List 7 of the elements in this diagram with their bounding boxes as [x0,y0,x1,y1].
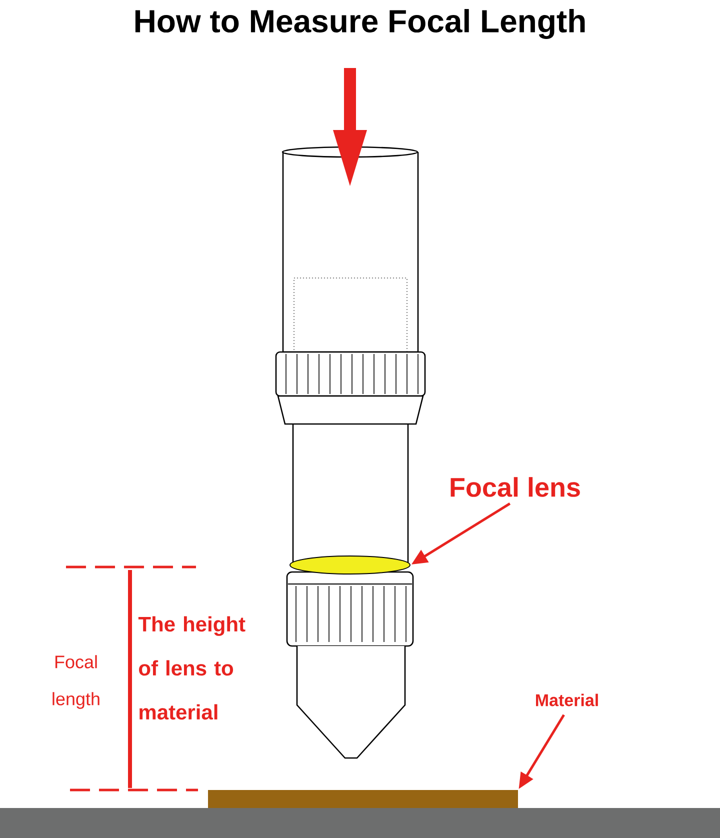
title: How to Measure Focal Length [135,9,585,39]
callout-label: Focal lens [450,477,580,497]
dimension-label: Focal length [52,655,100,709]
lens-disc [290,556,410,574]
material-bar [208,790,518,808]
dimension-label: The height of lens to material [138,616,246,720]
callout-label: Material [536,694,598,706]
